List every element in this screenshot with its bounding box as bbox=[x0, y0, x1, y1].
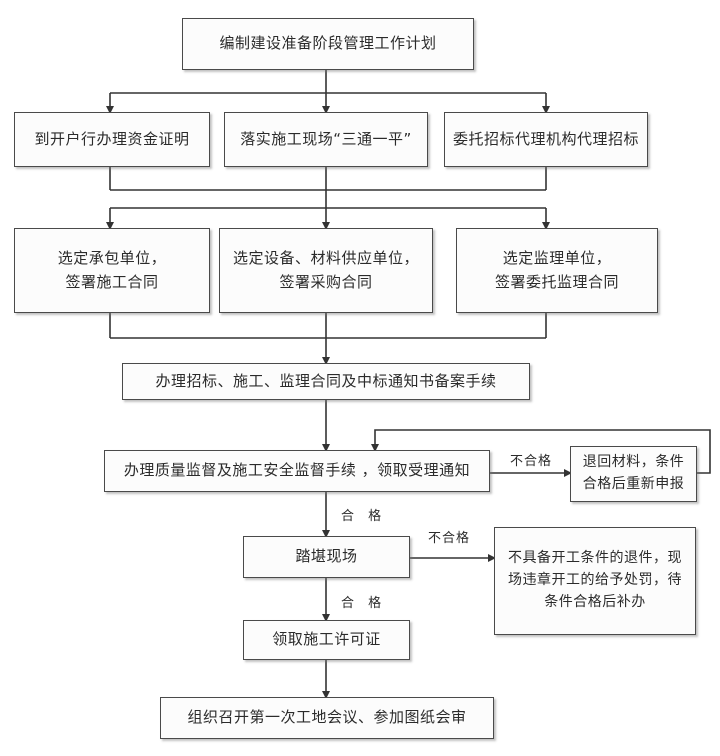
node-line: 组织召开第一次工地会议、参加图纸会审 bbox=[187, 708, 467, 727]
node-line: 签署采购合同 bbox=[279, 272, 373, 291]
node-obtain-construction-permit[interactable]: 领取施工许可证 bbox=[243, 620, 410, 660]
node-line: 落实施工现场“三通一平” bbox=[240, 129, 412, 148]
node-contract-filing-procedures[interactable]: 办理招标、施工、监理合同及中标通知书备案手续 bbox=[122, 363, 530, 400]
node-quality-safety-supervision[interactable]: 办理质量监督及施工安全监督手续 ，领取受理通知 bbox=[104, 450, 490, 492]
node-line: 编制建设准备阶段管理工作计划 bbox=[219, 34, 437, 53]
node-select-contractor[interactable]: 选定承包单位， 签署施工合同 bbox=[14, 228, 210, 313]
node-first-site-meeting[interactable]: 组织召开第一次工地会议、参加图纸会审 bbox=[160, 697, 494, 739]
node-line: 踏堪现场 bbox=[295, 547, 358, 566]
node-return-materials[interactable]: 退回材料，条件 合格后重新申报 bbox=[570, 446, 697, 502]
node-line: 委托招标代理机构代理招标 bbox=[452, 129, 639, 148]
node-site-three-connections[interactable]: 落实施工现场“三通一平” bbox=[224, 112, 428, 167]
node-line: 到开户行办理资金证明 bbox=[34, 129, 190, 148]
node-line: 办理招标、施工、监理合同及中标通知书备案手续 bbox=[155, 371, 497, 390]
node-entrust-bidding-agency[interactable]: 委托招标代理机构代理招标 bbox=[444, 112, 648, 167]
edge-label-unqualified-to-return: 不合格 bbox=[510, 454, 553, 469]
node-line: 办理质量监督及施工安全监督手续 ，领取受理通知 bbox=[123, 461, 471, 480]
edge-label-qualified-to-permit: 合 格 bbox=[341, 596, 387, 611]
node-line: 合格后重新申报 bbox=[582, 476, 685, 492]
edge-label-qualified-to-survey: 合 格 bbox=[341, 509, 387, 524]
node-select-equipment-supplier[interactable]: 选定设备、材料供应单位， 签署采购合同 bbox=[219, 228, 433, 313]
node-plan-preparation-stage[interactable]: 编制建设准备阶段管理工作计划 bbox=[182, 18, 474, 70]
node-line: 领取施工许可证 bbox=[272, 630, 381, 649]
node-line: 退回材料，条件 bbox=[582, 454, 685, 471]
edge-label-unqualified-to-penalty: 不合格 bbox=[428, 531, 471, 546]
node-line: 签署委托监理合同 bbox=[494, 272, 619, 291]
node-line: 条件合格后补办 bbox=[544, 593, 646, 610]
node-site-survey[interactable]: 踏堪现场 bbox=[243, 536, 410, 578]
node-line: 选定监理单位， bbox=[502, 249, 612, 268]
node-line: 场违章开工的给予处罚，待 bbox=[508, 572, 682, 589]
node-line: 不具备开工条件的退件，现 bbox=[508, 550, 682, 567]
node-bank-fund-certificate[interactable]: 到开户行办理资金证明 bbox=[14, 112, 210, 167]
node-line: 签署施工合同 bbox=[65, 272, 159, 291]
node-line: 选定设备、材料供应单位， bbox=[232, 249, 419, 268]
node-not-qualified-penalty[interactable]: 不具备开工条件的退件，现 场违章开工的给予处罚，待 条件合格后补办 bbox=[494, 527, 696, 635]
node-line: 选定承包单位， bbox=[57, 249, 167, 268]
node-select-supervisor[interactable]: 选定监理单位， 签署委托监理合同 bbox=[456, 228, 658, 313]
